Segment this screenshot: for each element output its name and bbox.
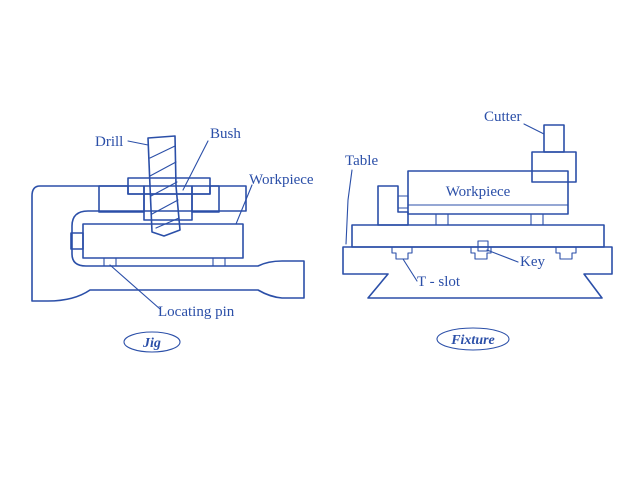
workpiece-leader-jig (235, 184, 253, 225)
t-slot-middle (470, 246, 492, 260)
bush-label: Bush (210, 126, 241, 142)
jig-drawing: Drill Bush Workpiece Locating pin Jig (31, 126, 314, 353)
jig-frame (31, 185, 305, 302)
fixture-plate (351, 224, 605, 248)
fixture-support-right (530, 213, 544, 226)
fixture-caption: Fixture (450, 333, 495, 348)
fixture-angle-block (377, 185, 409, 226)
table-label: Table (345, 153, 378, 169)
t-slot-leader (402, 258, 418, 282)
bush-leader (182, 140, 209, 191)
cutter (531, 151, 577, 183)
fixture-workpiece-label: Workpiece (446, 184, 511, 200)
table-leader (345, 169, 353, 245)
t-slot-left (391, 246, 413, 260)
fixture-caption-oval (436, 327, 510, 351)
jig-side-clamp (70, 232, 84, 250)
cutter-leader (523, 123, 545, 135)
jig-caption: Jig (142, 336, 161, 351)
jig-workpiece-label: Workpiece (249, 172, 314, 188)
drill (147, 135, 181, 237)
bush (127, 177, 211, 195)
locating-pin-leader (109, 264, 161, 310)
jig-locating-pin-left (103, 257, 117, 267)
bush-block-right (191, 185, 220, 213)
fixture-workpiece (407, 170, 569, 215)
t-slot-label: T - slot (417, 274, 461, 290)
drill-leader (127, 140, 149, 146)
cutter-label: Cutter (484, 109, 522, 125)
jig-locating-pin-right (212, 257, 226, 267)
key (477, 240, 489, 252)
drill-label: Drill (95, 134, 123, 150)
locating-pin-label: Locating pin (158, 304, 235, 320)
cutter-shank (543, 124, 565, 153)
jig-caption-oval (123, 331, 181, 353)
fixture-drawing: Workpiece Cutter Table Key T - slot Fixt… (342, 109, 613, 351)
key-label: Key (520, 254, 545, 270)
key-leader (486, 249, 519, 263)
machine-base (342, 246, 613, 299)
t-slot-right (555, 246, 577, 260)
bush-block-left (98, 185, 145, 213)
fixture-clamp-screw (397, 195, 409, 209)
jig-workpiece (82, 223, 244, 259)
fixture-support-left (435, 213, 449, 226)
